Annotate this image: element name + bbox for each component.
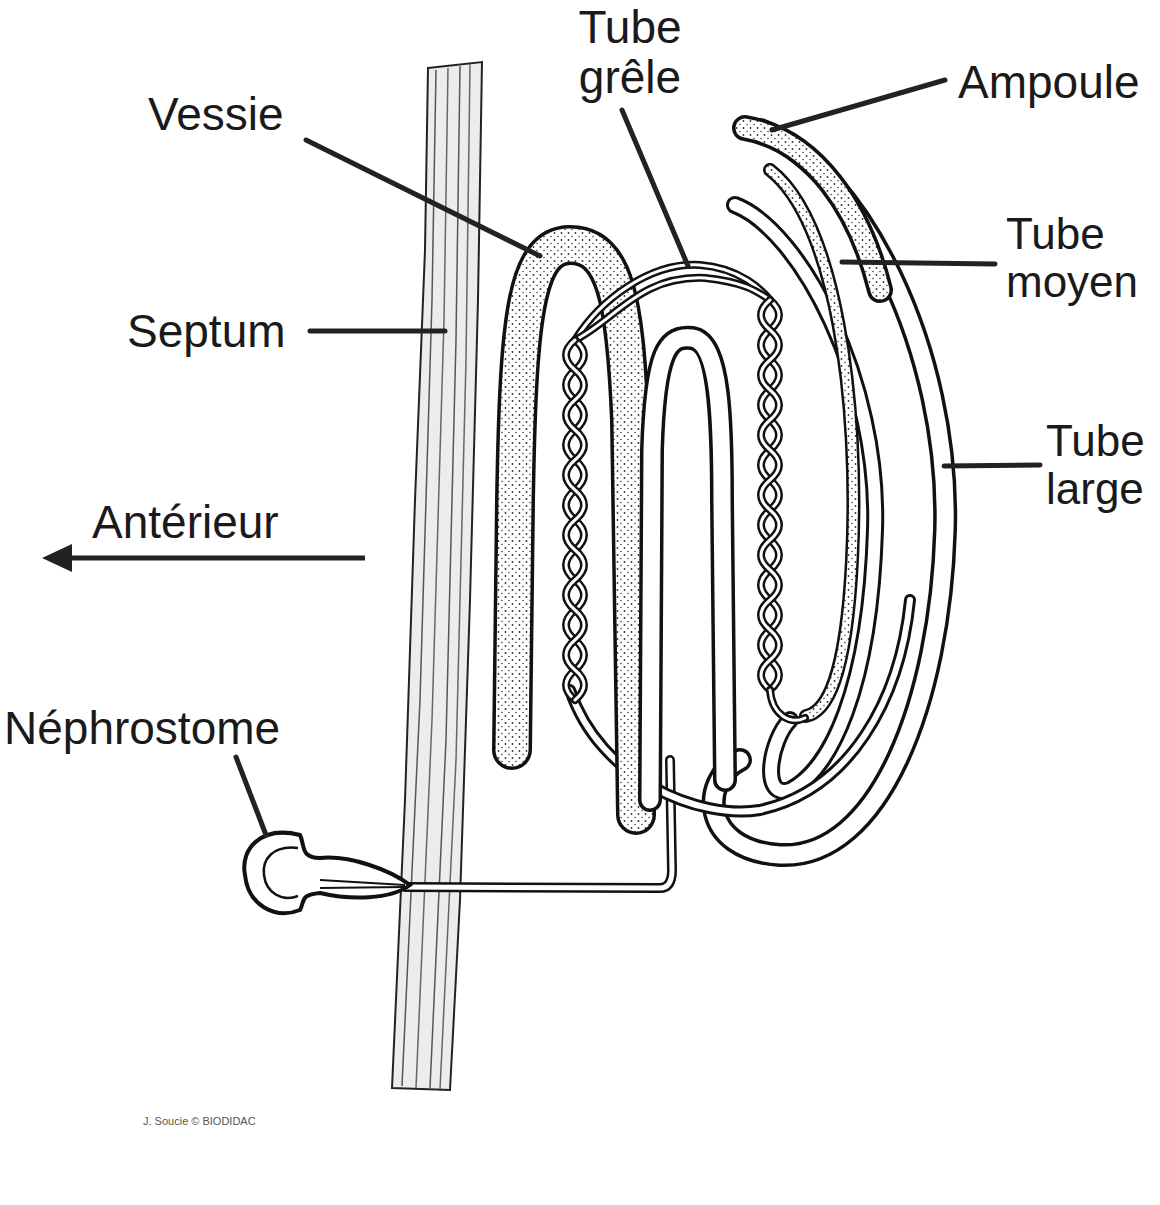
septum-wall	[392, 62, 482, 1090]
part-label: Vessie	[148, 88, 284, 140]
part-label: Tube moyen	[1006, 210, 1156, 306]
bladder	[512, 245, 636, 815]
anterior-arrow	[42, 544, 365, 572]
part-label: Septum	[127, 305, 286, 357]
part-label: Tube large	[1046, 417, 1156, 513]
direction-label: Antérieur	[92, 496, 279, 548]
part-label: Ampoule	[958, 56, 1140, 108]
nephrostome-funnel	[244, 833, 410, 913]
credit-note: J. Soucie © BIODIDAC	[143, 1114, 256, 1128]
part-label: Tube grêle	[562, 2, 698, 102]
inner-loop	[650, 338, 725, 800]
tube-grele-twist	[566, 265, 805, 720]
part-label: Néphrostome	[4, 702, 280, 754]
leader-lines	[236, 80, 1040, 835]
